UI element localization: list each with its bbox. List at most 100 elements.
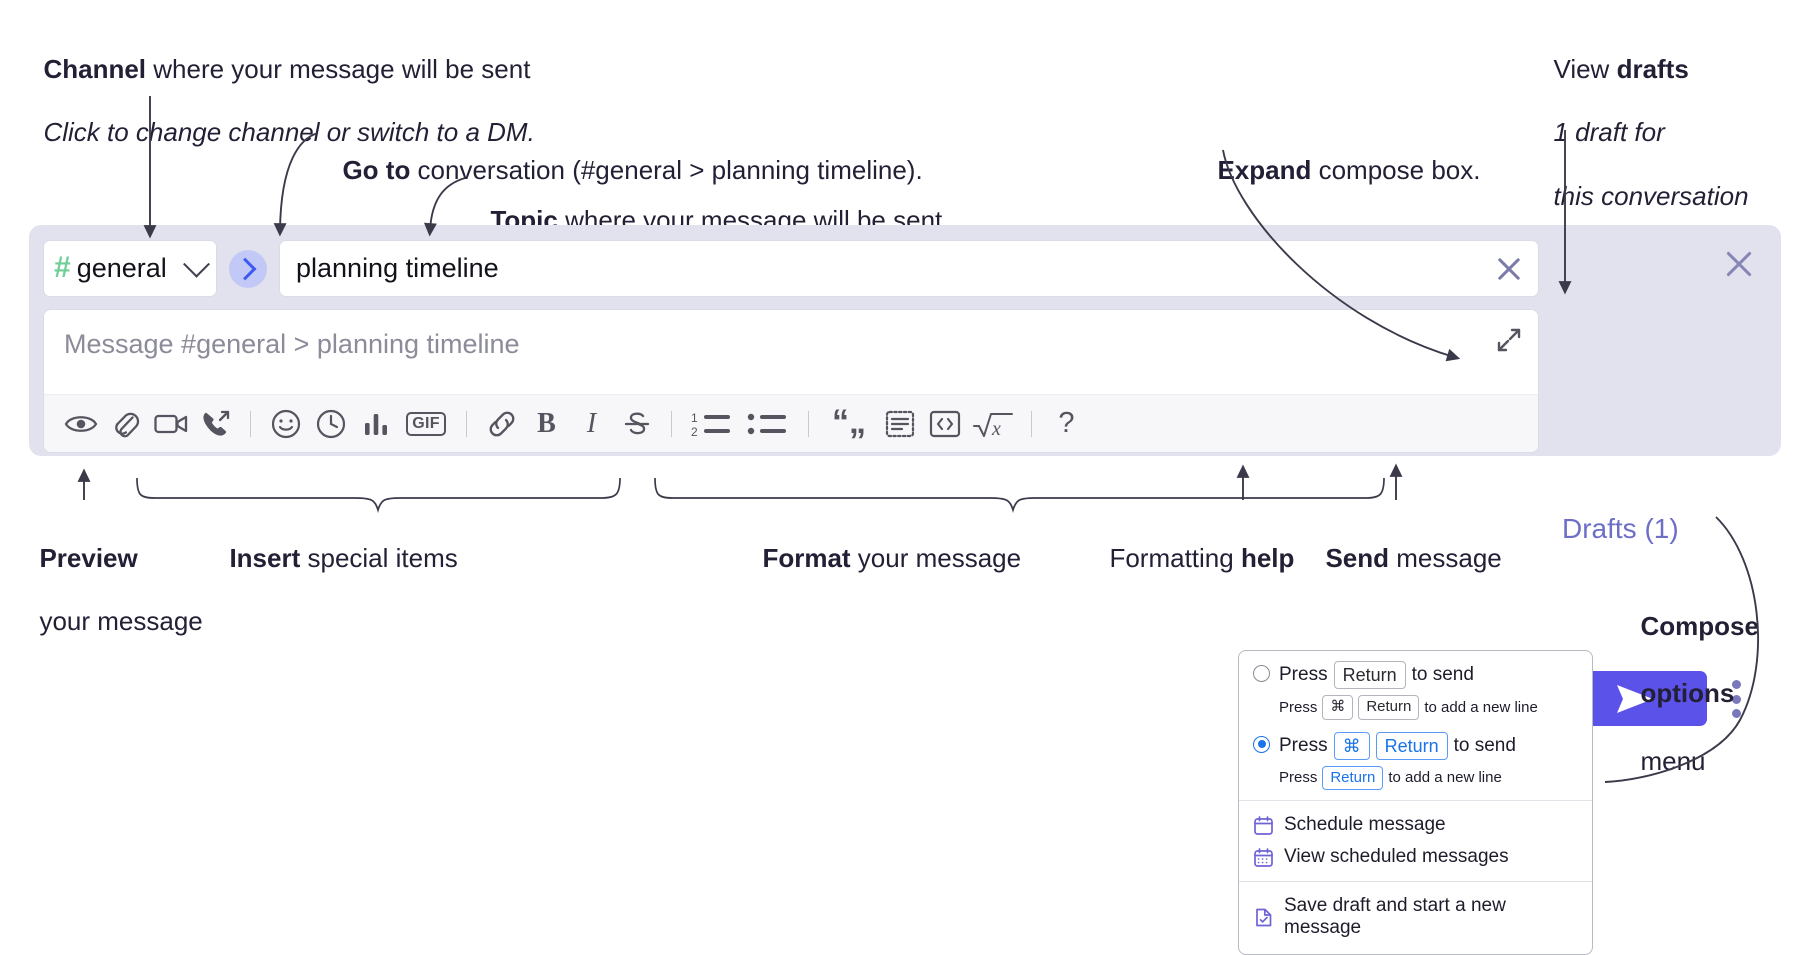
clock-icon[interactable] — [308, 401, 353, 446]
option1-sub-key2: Return — [1358, 695, 1420, 720]
annotation-insert-bold: Insert — [229, 542, 301, 573]
annotation-send-bold: Send — [1325, 542, 1390, 573]
code-block-icon[interactable] — [877, 401, 922, 446]
annotation-drafts-sub1: 1 draft for — [1553, 117, 1665, 148]
annotation-help: Formatting help — [1095, 511, 1294, 574]
preview-icon[interactable] — [58, 401, 103, 446]
close-icon[interactable] — [1722, 247, 1756, 281]
option1-key: Return — [1333, 661, 1406, 690]
annotation-expand-bold: Expand — [1217, 154, 1312, 185]
save-draft-icon — [1253, 907, 1274, 928]
annotation-expand: Expand compose box. — [1203, 123, 1480, 186]
chevron-down-icon — [183, 250, 210, 278]
help-icon[interactable]: ? — [1058, 407, 1075, 439]
ordered-list-icon[interactable]: 1 2 — [684, 401, 740, 446]
annotation-send: Send message — [1311, 511, 1502, 574]
menu-item-view-scheduled-messages[interactable]: View scheduled messages — [1239, 841, 1592, 873]
option2-key1: ⌘ — [1333, 731, 1370, 760]
annotation-drafts-sub2: this conversation — [1553, 180, 1749, 211]
expand-icon[interactable] — [1495, 326, 1523, 354]
annotation-insert: Insert special items — [215, 511, 458, 574]
annotation-help-pre: Formatting — [1109, 542, 1241, 573]
annotation-goto-bold: Go to — [342, 154, 411, 185]
channel-name: general — [76, 253, 167, 283]
annotation-send-rest: message — [1389, 542, 1502, 573]
compose-panel: Drafts (1) # general planning timeline — [29, 225, 1781, 726]
option2-sub-key: Return — [1322, 765, 1384, 791]
inline-code-icon[interactable] — [922, 401, 967, 446]
send-option-2[interactable]: Press ⌘ Return to send Press Return to a… — [1239, 730, 1592, 801]
toolbar-separator — [671, 410, 672, 437]
annotation-preview-bold: Preview — [39, 542, 138, 573]
annotation-preview: Preview your message — [25, 511, 203, 638]
bold-icon[interactable]: B — [537, 407, 556, 439]
svg-text:x: x — [991, 418, 1001, 439]
annotation-compose-rest: menu — [1640, 745, 1706, 776]
option2-key2: Return — [1375, 731, 1448, 760]
toolbar-separator — [1031, 410, 1032, 437]
topic-value: planning timeline — [296, 253, 499, 283]
topic-field[interactable]: planning timeline — [279, 240, 1539, 297]
annotation-drafts-bold: drafts — [1616, 53, 1689, 84]
annotation-channel: Channel where your message will be sent … — [29, 22, 534, 149]
menu-item-schedule-message[interactable]: Schedule message — [1239, 809, 1592, 841]
hash-icon: # — [54, 250, 71, 284]
svg-text:2: 2 — [691, 425, 698, 438]
annotation-channel-rest: where your message will be sent — [146, 53, 531, 84]
calendar-grid-icon — [1253, 847, 1274, 868]
annotation-expand-rest: compose box. — [1311, 154, 1481, 185]
option2-press: Press — [1279, 734, 1328, 756]
annotation-channel-bold: Channel — [43, 53, 147, 84]
channel-selector[interactable]: # general — [43, 240, 217, 297]
radio-selected[interactable] — [1253, 735, 1270, 753]
send-option-1[interactable]: Press Return to send Press ⌘ Return to a… — [1239, 651, 1592, 730]
blockquote-icon[interactable]: “„ — [832, 402, 866, 441]
annotation-insert-rest: special items — [300, 542, 458, 573]
annotation-preview-rest: your message — [39, 606, 203, 637]
annotation-format: Format your message — [748, 511, 1021, 574]
compose-options-popup: Press Return to send Press ⌘ Return to a… — [1238, 650, 1593, 955]
italic-icon[interactable]: I — [586, 407, 597, 439]
annotation-drafts: View drafts 1 draft for this conversatio… — [1539, 22, 1749, 212]
chevron-right-icon — [233, 257, 257, 280]
video-icon[interactable] — [148, 401, 193, 446]
gif-label: GIF — [406, 411, 446, 436]
option1-press: Press — [1279, 664, 1328, 686]
svg-text:1: 1 — [691, 411, 698, 425]
menu-divider — [1239, 800, 1592, 802]
poll-icon[interactable] — [353, 401, 398, 446]
menu-item-save-draft[interactable]: Save draft and start a new message — [1239, 890, 1592, 944]
annotation-format-rest: your message — [850, 542, 1022, 573]
annotation-compose-bold-2: options — [1640, 678, 1735, 709]
toolbar-separator — [466, 410, 467, 437]
message-input-box[interactable]: Message #general > planning timeline — [43, 309, 1539, 453]
drafts-link[interactable]: Drafts (1) — [1562, 513, 1679, 544]
option2-tosend: to send — [1453, 734, 1516, 756]
gif-icon[interactable]: GIF — [398, 401, 454, 446]
link-icon[interactable] — [479, 401, 524, 446]
menu-divider — [1239, 881, 1592, 883]
clear-topic-icon[interactable] — [1494, 254, 1524, 284]
emoji-icon[interactable] — [263, 401, 308, 446]
annotation-drafts-pre: View — [1553, 53, 1617, 84]
attachment-icon[interactable] — [103, 401, 148, 446]
radio-unselected[interactable] — [1253, 665, 1270, 682]
bulleted-list-icon[interactable] — [740, 401, 796, 446]
option1-sub-tail: to add a new line — [1424, 698, 1538, 716]
option1-sub-press: Press — [1279, 698, 1318, 716]
menu-item-label: Schedule message — [1284, 814, 1446, 836]
channel-row: # general planning timeline — [43, 240, 1539, 297]
annotation-format-bold: Format — [762, 542, 851, 573]
option2-sub-press: Press — [1279, 769, 1318, 787]
menu-item-label: View scheduled messages — [1284, 846, 1509, 868]
strikethrough-icon[interactable] — [614, 401, 659, 446]
compose-inner: # general planning timeline Message #gen… — [43, 240, 1539, 453]
message-placeholder: Message #general > planning timeline — [64, 329, 520, 359]
menu-item-label: Save draft and start a new message — [1284, 895, 1506, 939]
toolbar-separator — [808, 410, 809, 437]
option2-sub-tail: to add a new line — [1388, 769, 1502, 787]
math-icon[interactable]: x — [967, 401, 1019, 446]
audio-call-icon[interactable] — [193, 401, 238, 446]
goto-conversation-button[interactable] — [229, 249, 267, 288]
calendar-icon — [1253, 815, 1274, 836]
